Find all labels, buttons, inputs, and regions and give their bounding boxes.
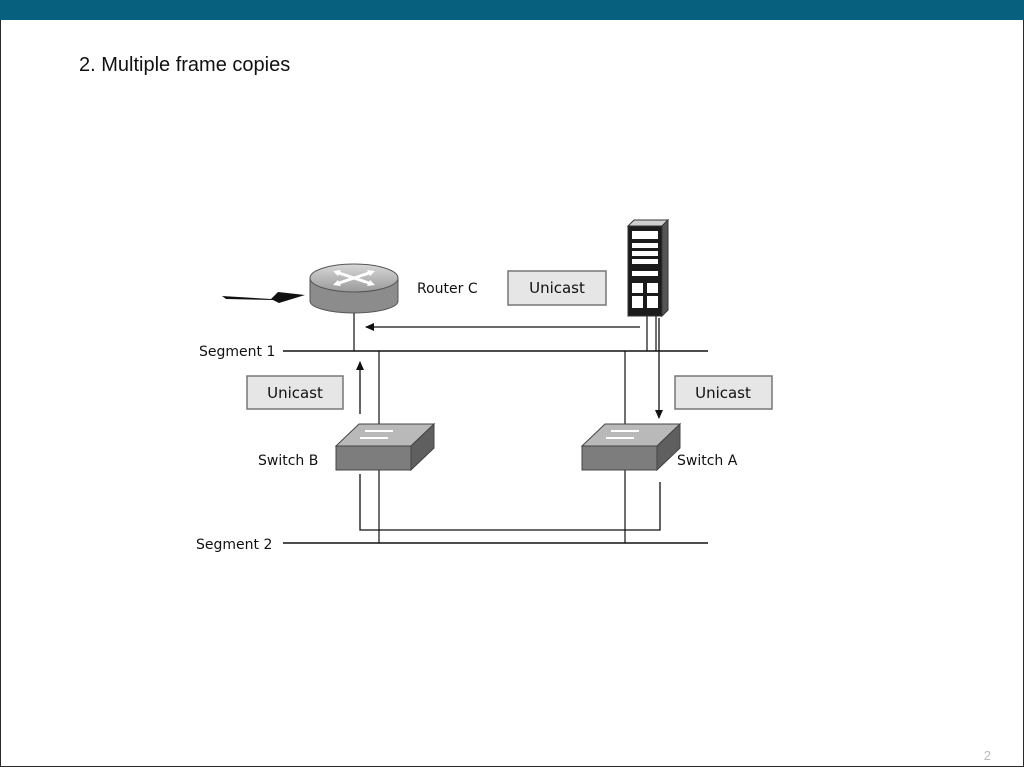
frame-box-right <box>674 375 773 410</box>
segment-2-label: Segment 2 <box>196 537 272 553</box>
frame-loop-path <box>359 474 661 531</box>
server-icon <box>626 218 670 318</box>
frame-label-left: Unicast <box>267 384 323 402</box>
wan-link-icon <box>222 292 305 303</box>
router-icon <box>309 263 399 314</box>
frame-box-left <box>246 375 344 410</box>
header-bar <box>0 0 1024 20</box>
switch-a-icon <box>580 422 682 472</box>
frame-label-right: Unicast <box>695 384 751 402</box>
frame-box-top <box>507 270 607 306</box>
switch-a-label: Switch A <box>677 453 738 469</box>
segment-1-label: Segment 1 <box>199 344 275 360</box>
switch-b-label: Switch B <box>258 453 318 469</box>
frame-label-top: Unicast <box>529 279 585 297</box>
switch-b-icon <box>334 422 436 472</box>
page-number: 2 <box>983 748 991 763</box>
slide-title: 2. Multiple frame copies <box>79 54 291 76</box>
router-label: Router C <box>417 281 478 297</box>
